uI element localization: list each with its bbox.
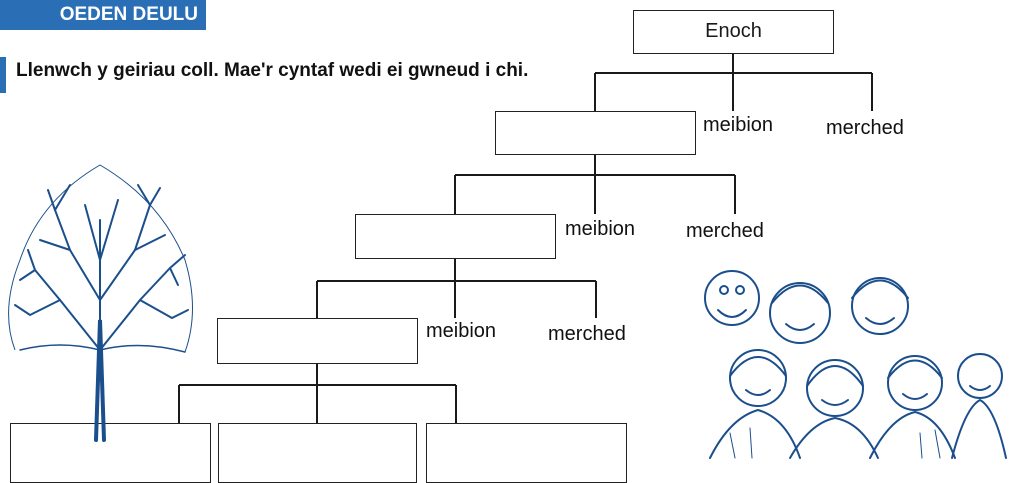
instruction-text: Llenwch y geiriau coll. Mae'r cyntaf wed…	[16, 60, 529, 81]
tree-connector-lines	[178, 53, 873, 423]
root-person-box: Enoch	[633, 10, 834, 54]
root-person-name: Enoch	[705, 20, 762, 42]
sons-label: meibion	[565, 218, 636, 240]
blank-box-gen4-b[interactable]	[218, 423, 417, 483]
blank-box-gen4-c[interactable]	[426, 423, 627, 483]
sons-label: meibion	[426, 320, 497, 342]
title-banner: OEDEN DEULU	[0, 0, 206, 30]
blank-box-gen1[interactable]	[495, 111, 696, 155]
tree-illustration	[8, 164, 193, 442]
instruction-accent-bar	[0, 57, 6, 93]
blank-box-gen2[interactable]	[355, 214, 556, 259]
daughters-label: merched	[548, 323, 626, 345]
blank-box-gen3[interactable]	[217, 318, 418, 364]
daughters-label: merched	[826, 117, 904, 139]
daughters-label: merched	[686, 220, 764, 242]
sons-label: meibion	[703, 114, 774, 136]
family-group-illustration	[704, 270, 1007, 459]
